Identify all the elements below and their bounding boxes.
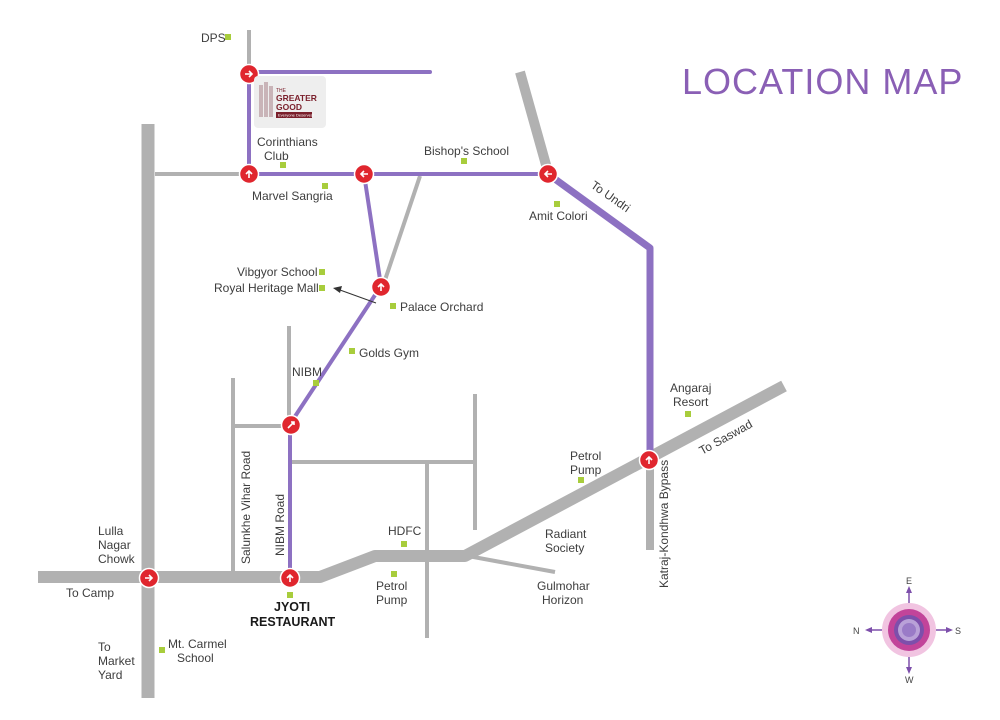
landmark-marker-amit-colori xyxy=(554,201,560,207)
landmark-marker-nibm xyxy=(313,380,319,386)
route xyxy=(247,70,654,580)
junction-marker-dps xyxy=(238,63,260,85)
junction-marker-marvel xyxy=(353,163,375,185)
label-to-camp: To Camp xyxy=(66,586,114,600)
junction-marker-jyoti xyxy=(279,567,301,589)
label-bishops-school: Bishop's School xyxy=(424,144,509,158)
label-gulmohar-2: Horizon xyxy=(542,593,583,607)
compass-label-east: E xyxy=(906,576,912,586)
road-undri-gray xyxy=(515,70,553,174)
label-royal-heritage-mall: Royal Heritage Mall xyxy=(214,281,319,295)
logo-line2: GREATER xyxy=(276,93,317,103)
label-amit-colori: Amit Colori xyxy=(529,209,588,223)
landmark-marker-bishops-school xyxy=(461,158,467,164)
landmark-marker-hdfc xyxy=(401,541,407,547)
label-lulla-1: Lulla xyxy=(98,524,124,538)
label-petrol-pump-west-2: Pump xyxy=(376,593,408,607)
landmark-markers xyxy=(159,34,691,653)
label-marvel-sangria: Marvel Sangria xyxy=(252,189,333,203)
compass-rose-icon: E W N S xyxy=(853,576,961,685)
junction-marker-lulla-nagar xyxy=(138,567,160,589)
logo-tagline: Everyone Deserves! xyxy=(278,113,314,118)
route-palace-orchard-loop xyxy=(288,172,383,426)
label-gulmohar-1: Gulmohar xyxy=(537,579,590,593)
landmark-marker-petrol-pump-east xyxy=(578,477,584,483)
label-angaraj-1: Angaraj xyxy=(670,381,711,395)
junction-markers xyxy=(138,63,660,589)
label-to-market-2: Market xyxy=(98,654,135,668)
landmark-marker-royal-heritage xyxy=(319,285,325,291)
logo-line1: THE xyxy=(276,88,287,94)
junction-marker-bypass xyxy=(638,449,660,471)
compass-label-south: S xyxy=(955,626,961,636)
landmark-marker-palace-orchard xyxy=(390,303,396,309)
label-radiant-2: Society xyxy=(545,541,584,555)
label-to-market-1: To xyxy=(98,640,111,654)
landmark-marker-golds-gym xyxy=(349,348,355,354)
junction-marker-amit-colori xyxy=(537,163,559,185)
label-palace-orchard: Palace Orchard xyxy=(400,300,483,314)
label-radiant-1: Radiant xyxy=(545,527,587,541)
label-corinthians-2: Club xyxy=(264,149,289,163)
junction-marker-nibm xyxy=(280,414,302,436)
label-mt-carmel-2: School xyxy=(177,651,214,665)
landmark-marker-jyoti xyxy=(287,592,293,598)
label-dps: DPS xyxy=(201,31,226,45)
label-petrol-pump-east-1: Petrol xyxy=(570,449,601,463)
label-petrol-pump-east-2: Pump xyxy=(570,463,602,477)
roads xyxy=(38,30,787,698)
landmark-marker-mt-carmel xyxy=(159,647,165,653)
label-nibm: NIBM xyxy=(292,365,322,379)
label-nibm-road: NIBM Road xyxy=(273,494,287,556)
label-to-market-3: Yard xyxy=(98,668,122,682)
label-angaraj-2: Resort xyxy=(673,395,709,409)
logo-line3: GOOD xyxy=(276,102,302,112)
project-logo: THE GREATER GOOD Everyone Deserves! xyxy=(254,76,326,128)
label-golds-gym: Golds Gym xyxy=(359,346,419,360)
junction-marker-corinthians xyxy=(238,163,260,185)
label-hdfc: HDFC xyxy=(388,524,422,538)
compass-label-north: N xyxy=(853,626,860,636)
label-lulla-3: Chowk xyxy=(98,552,136,566)
landmark-marker-angaraj xyxy=(685,411,691,417)
route-undri-bypass xyxy=(544,170,654,464)
landmark-marker-dps xyxy=(225,34,231,40)
logo-building-icon xyxy=(259,82,273,117)
label-vibgyor-school: Vibgyor School xyxy=(237,265,318,279)
map-labels: DPS Corinthians Club Marvel Sangria Bish… xyxy=(66,31,755,682)
label-jyoti-1: JYOTI xyxy=(274,600,310,614)
landmark-marker-corinthians xyxy=(280,162,286,168)
label-lulla-2: Nagar xyxy=(98,538,131,552)
label-corinthians-1: Corinthians xyxy=(257,135,318,149)
label-mt-carmel-1: Mt. Carmel xyxy=(168,637,227,651)
road-gulmohar xyxy=(467,554,556,574)
label-katraj-kondhwa-bypass: Katraj-Kondhwa Bypass xyxy=(657,460,671,588)
label-jyoti-2: RESTAURANT xyxy=(250,615,336,629)
landmark-marker-vibgyor xyxy=(319,269,325,275)
road-main-camp-saswad xyxy=(38,380,787,583)
landmark-marker-petrol-pump-west xyxy=(391,571,397,577)
junction-marker-palace-orchard xyxy=(370,276,392,298)
label-petrol-pump-west-1: Petrol xyxy=(376,579,407,593)
label-salunkhe-vihar-road: Salunkhe Vihar Road xyxy=(239,451,253,564)
compass-label-west: W xyxy=(905,675,914,685)
road-bishops-diagonal xyxy=(382,175,422,284)
map-title: LOCATION MAP xyxy=(682,61,963,102)
landmark-marker-marvel-sangria xyxy=(322,183,328,189)
pointer-arrow xyxy=(333,286,377,304)
